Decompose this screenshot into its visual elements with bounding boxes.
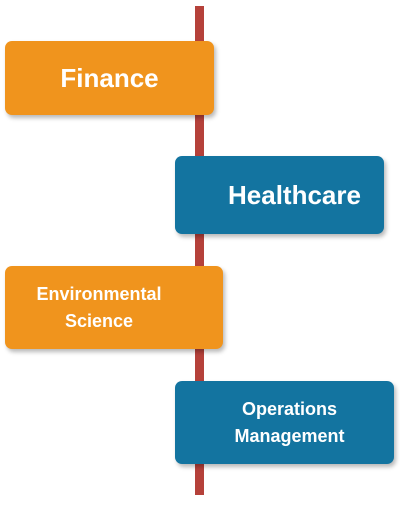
timeline-spine [195, 6, 204, 495]
item-label-operations-management: Operations Management [234, 398, 345, 446]
item-label-environmental-science: Environmental Science [36, 283, 162, 331]
item-box-operations-management: Operations Management [175, 381, 394, 464]
item-box-finance: Finance [5, 41, 214, 115]
item-box-environmental-science: Environmental Science [5, 266, 223, 349]
item-label-finance: Finance [60, 62, 159, 93]
item-label-healthcare: Healthcare [228, 179, 361, 210]
item-box-healthcare: Healthcare [175, 156, 384, 234]
